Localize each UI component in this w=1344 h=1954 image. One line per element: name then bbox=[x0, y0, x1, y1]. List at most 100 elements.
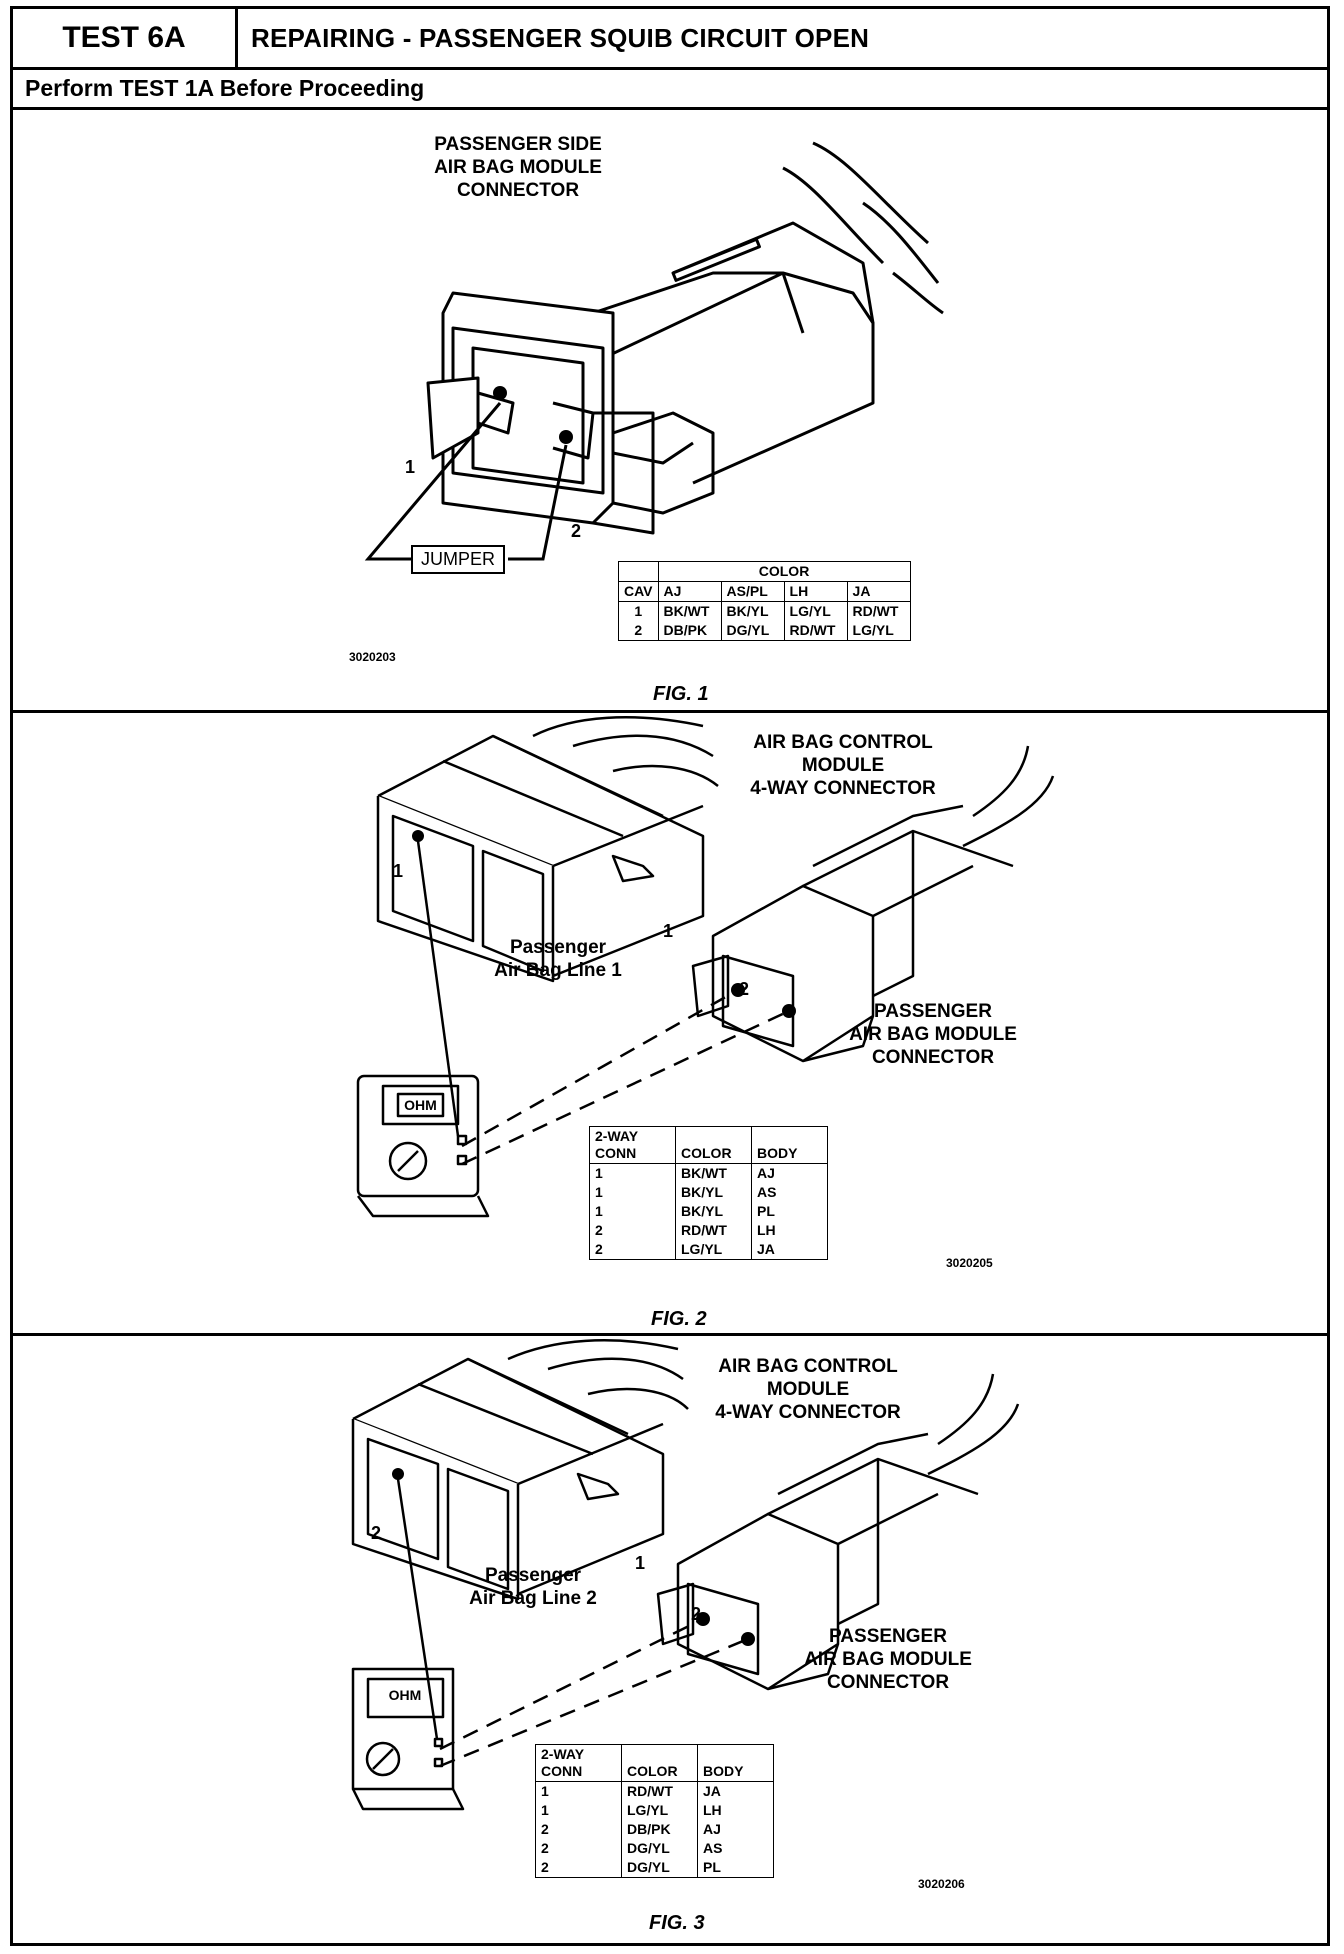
figure-caption: FIG. 3 bbox=[649, 1912, 705, 1934]
table-cell: AJ bbox=[751, 1163, 828, 1183]
table-header: LH bbox=[783, 581, 848, 602]
table-header: AS/PL bbox=[720, 581, 785, 602]
table-cell: 2 bbox=[618, 621, 659, 641]
acm-pin-label: 1 bbox=[393, 861, 404, 881]
table-cell: PL bbox=[751, 1202, 828, 1221]
table-cell: 2 bbox=[535, 1858, 622, 1878]
table-cell: AS bbox=[697, 1839, 774, 1858]
table-cell: 1 bbox=[589, 1183, 676, 1202]
figure-code: 3020206 bbox=[918, 1877, 965, 1891]
ohm-meter-display: OHM bbox=[388, 1687, 422, 1703]
table-cell: JA bbox=[697, 1781, 774, 1801]
table-cell: BK/WT bbox=[657, 601, 722, 621]
table-cell: LG/YL bbox=[621, 1801, 698, 1820]
table-header: CAV bbox=[618, 581, 659, 602]
table-cell: 2 bbox=[589, 1240, 676, 1260]
pin-1-label: 1 bbox=[635, 1553, 646, 1573]
table-cell: RD/WT bbox=[675, 1221, 752, 1240]
acm-pin-label: 2 bbox=[371, 1523, 382, 1543]
figure-code: 3020203 bbox=[349, 650, 396, 664]
table-cell: LG/YL bbox=[846, 621, 911, 641]
procedure-page: TEST 6A REPAIRING - PASSENGER SQUIB CIRC… bbox=[10, 6, 1330, 1946]
test-id: TEST 6A bbox=[13, 9, 238, 67]
table-cell: 2 bbox=[535, 1839, 622, 1858]
table-cell: 1 bbox=[535, 1781, 622, 1801]
figure-caption: FIG. 1 bbox=[653, 683, 709, 705]
table-cell: RD/WT bbox=[783, 621, 848, 641]
pin-2-label: 2 bbox=[571, 521, 582, 541]
pin-1-label: 1 bbox=[663, 921, 674, 941]
figure-1-panel: PASSENGER SIDE AIR BAG MODULE CONNECTOR … bbox=[13, 113, 1327, 713]
table-header: 2-WAY CONN bbox=[589, 1126, 676, 1164]
ohmmeter-line-1-illustration bbox=[356, 716, 1055, 1218]
ohm-meter-display: OHM bbox=[404, 1097, 437, 1113]
table-header: JA bbox=[846, 581, 911, 602]
line-label: Passenger Air Bag Line 2 bbox=[469, 1565, 597, 1609]
acm-connector-label: AIR BAG CONTROL MODULE 4-WAY CONNECTOR bbox=[750, 732, 936, 799]
table-cell: 2 bbox=[589, 1221, 676, 1240]
table-header: 2-WAY CONN bbox=[535, 1744, 622, 1782]
table-header: BODY bbox=[697, 1744, 774, 1782]
connector-jumper-illustration bbox=[364, 141, 944, 561]
pin-2-label: 2 bbox=[691, 1604, 702, 1624]
jumper-label: JUMPER bbox=[411, 545, 506, 574]
table-cell: AS bbox=[751, 1183, 828, 1202]
table-header: COLOR bbox=[675, 1126, 752, 1164]
table-cell: LG/YL bbox=[675, 1240, 752, 1260]
table-cell: DG/YL bbox=[621, 1839, 698, 1858]
table-cell: JA bbox=[751, 1240, 828, 1260]
module-connector-label: PASSENGER AIR BAG MODULE CONNECTOR bbox=[849, 1001, 1017, 1068]
table-cell: LH bbox=[697, 1801, 774, 1820]
table-cell: RD/WT bbox=[621, 1781, 698, 1801]
figure-3-panel: AIR BAG CONTROL MODULE 4-WAY CONNECTOR P… bbox=[13, 1339, 1327, 1943]
pin-2-label: 2 bbox=[739, 979, 750, 999]
table-header: COLOR bbox=[621, 1744, 698, 1782]
table-cell: DG/YL bbox=[621, 1858, 698, 1878]
table-cell: LG/YL bbox=[783, 601, 848, 621]
table-cell: DG/YL bbox=[720, 621, 785, 641]
acm-connector-label: AIR BAG CONTROL MODULE 4-WAY CONNECTOR bbox=[715, 1356, 901, 1423]
table-cell: BK/YL bbox=[675, 1202, 752, 1221]
module-connector-label: PASSENGER AIR BAG MODULE CONNECTOR bbox=[804, 1626, 972, 1693]
table-cell: BK/YL bbox=[720, 601, 785, 621]
table-cell: BK/YL bbox=[675, 1183, 752, 1202]
table-cell: 1 bbox=[618, 601, 659, 621]
line-label: Passenger Air Bag Line 1 bbox=[494, 937, 622, 981]
table-cell: BK/WT bbox=[675, 1163, 752, 1183]
table-header: BODY bbox=[751, 1126, 828, 1164]
header-row: TEST 6A REPAIRING - PASSENGER SQUIB CIRC… bbox=[13, 9, 1327, 70]
pin-1-label: 1 bbox=[405, 457, 416, 477]
table-cell: DB/PK bbox=[657, 621, 722, 641]
test-title: REPAIRING - PASSENGER SQUIB CIRCUIT OPEN bbox=[251, 22, 870, 53]
ohmmeter-line-2-illustration bbox=[351, 1339, 1020, 1811]
table-row: 1 BK/WT BK/YL LG/YL RD/WT bbox=[618, 601, 911, 621]
table-cell: 1 bbox=[535, 1801, 622, 1820]
table-header: AJ bbox=[657, 581, 722, 602]
figure-code: 3020205 bbox=[946, 1256, 993, 1270]
table-cell: RD/WT bbox=[846, 601, 911, 621]
table-cell: 1 bbox=[589, 1163, 676, 1183]
figure-caption: FIG. 2 bbox=[651, 1308, 707, 1330]
cavity-color-table: COLOR CAV AJ AS/PL LH JA 1 BK/WT BK/YL L… bbox=[618, 561, 911, 641]
table-row: 2 DB/PK DG/YL RD/WT LG/YL bbox=[618, 621, 911, 641]
table-cell: LH bbox=[751, 1221, 828, 1240]
instruction: Perform TEST 1A Before Proceeding bbox=[13, 70, 1327, 110]
table-cell: AJ bbox=[697, 1820, 774, 1839]
table-cell: PL bbox=[697, 1858, 774, 1878]
color-group-header: COLOR bbox=[657, 561, 911, 582]
figure-2-panel: AIR BAG CONTROL MODULE 4-WAY CONNECTOR P… bbox=[13, 716, 1327, 1336]
table-cell: 2 bbox=[535, 1820, 622, 1839]
connector-label: PASSENGER SIDE AIR BAG MODULE CONNECTOR bbox=[434, 134, 602, 201]
